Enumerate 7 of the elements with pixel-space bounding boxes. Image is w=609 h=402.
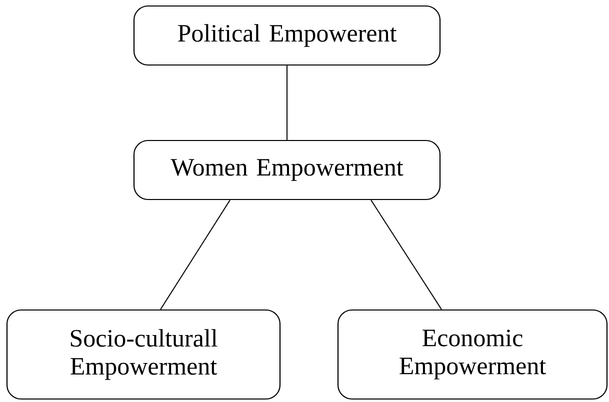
- text-box: Economic Empowerment: [337, 309, 608, 400]
- connector-line: [286, 65, 288, 140]
- text-box: Socio-culturall Empowerment: [6, 309, 281, 400]
- connector-line: [370, 200, 442, 310]
- text-box: Political Empowerent: [133, 5, 441, 66]
- connector-line: [160, 200, 230, 310]
- text-box: Women Empowerment: [133, 140, 441, 200]
